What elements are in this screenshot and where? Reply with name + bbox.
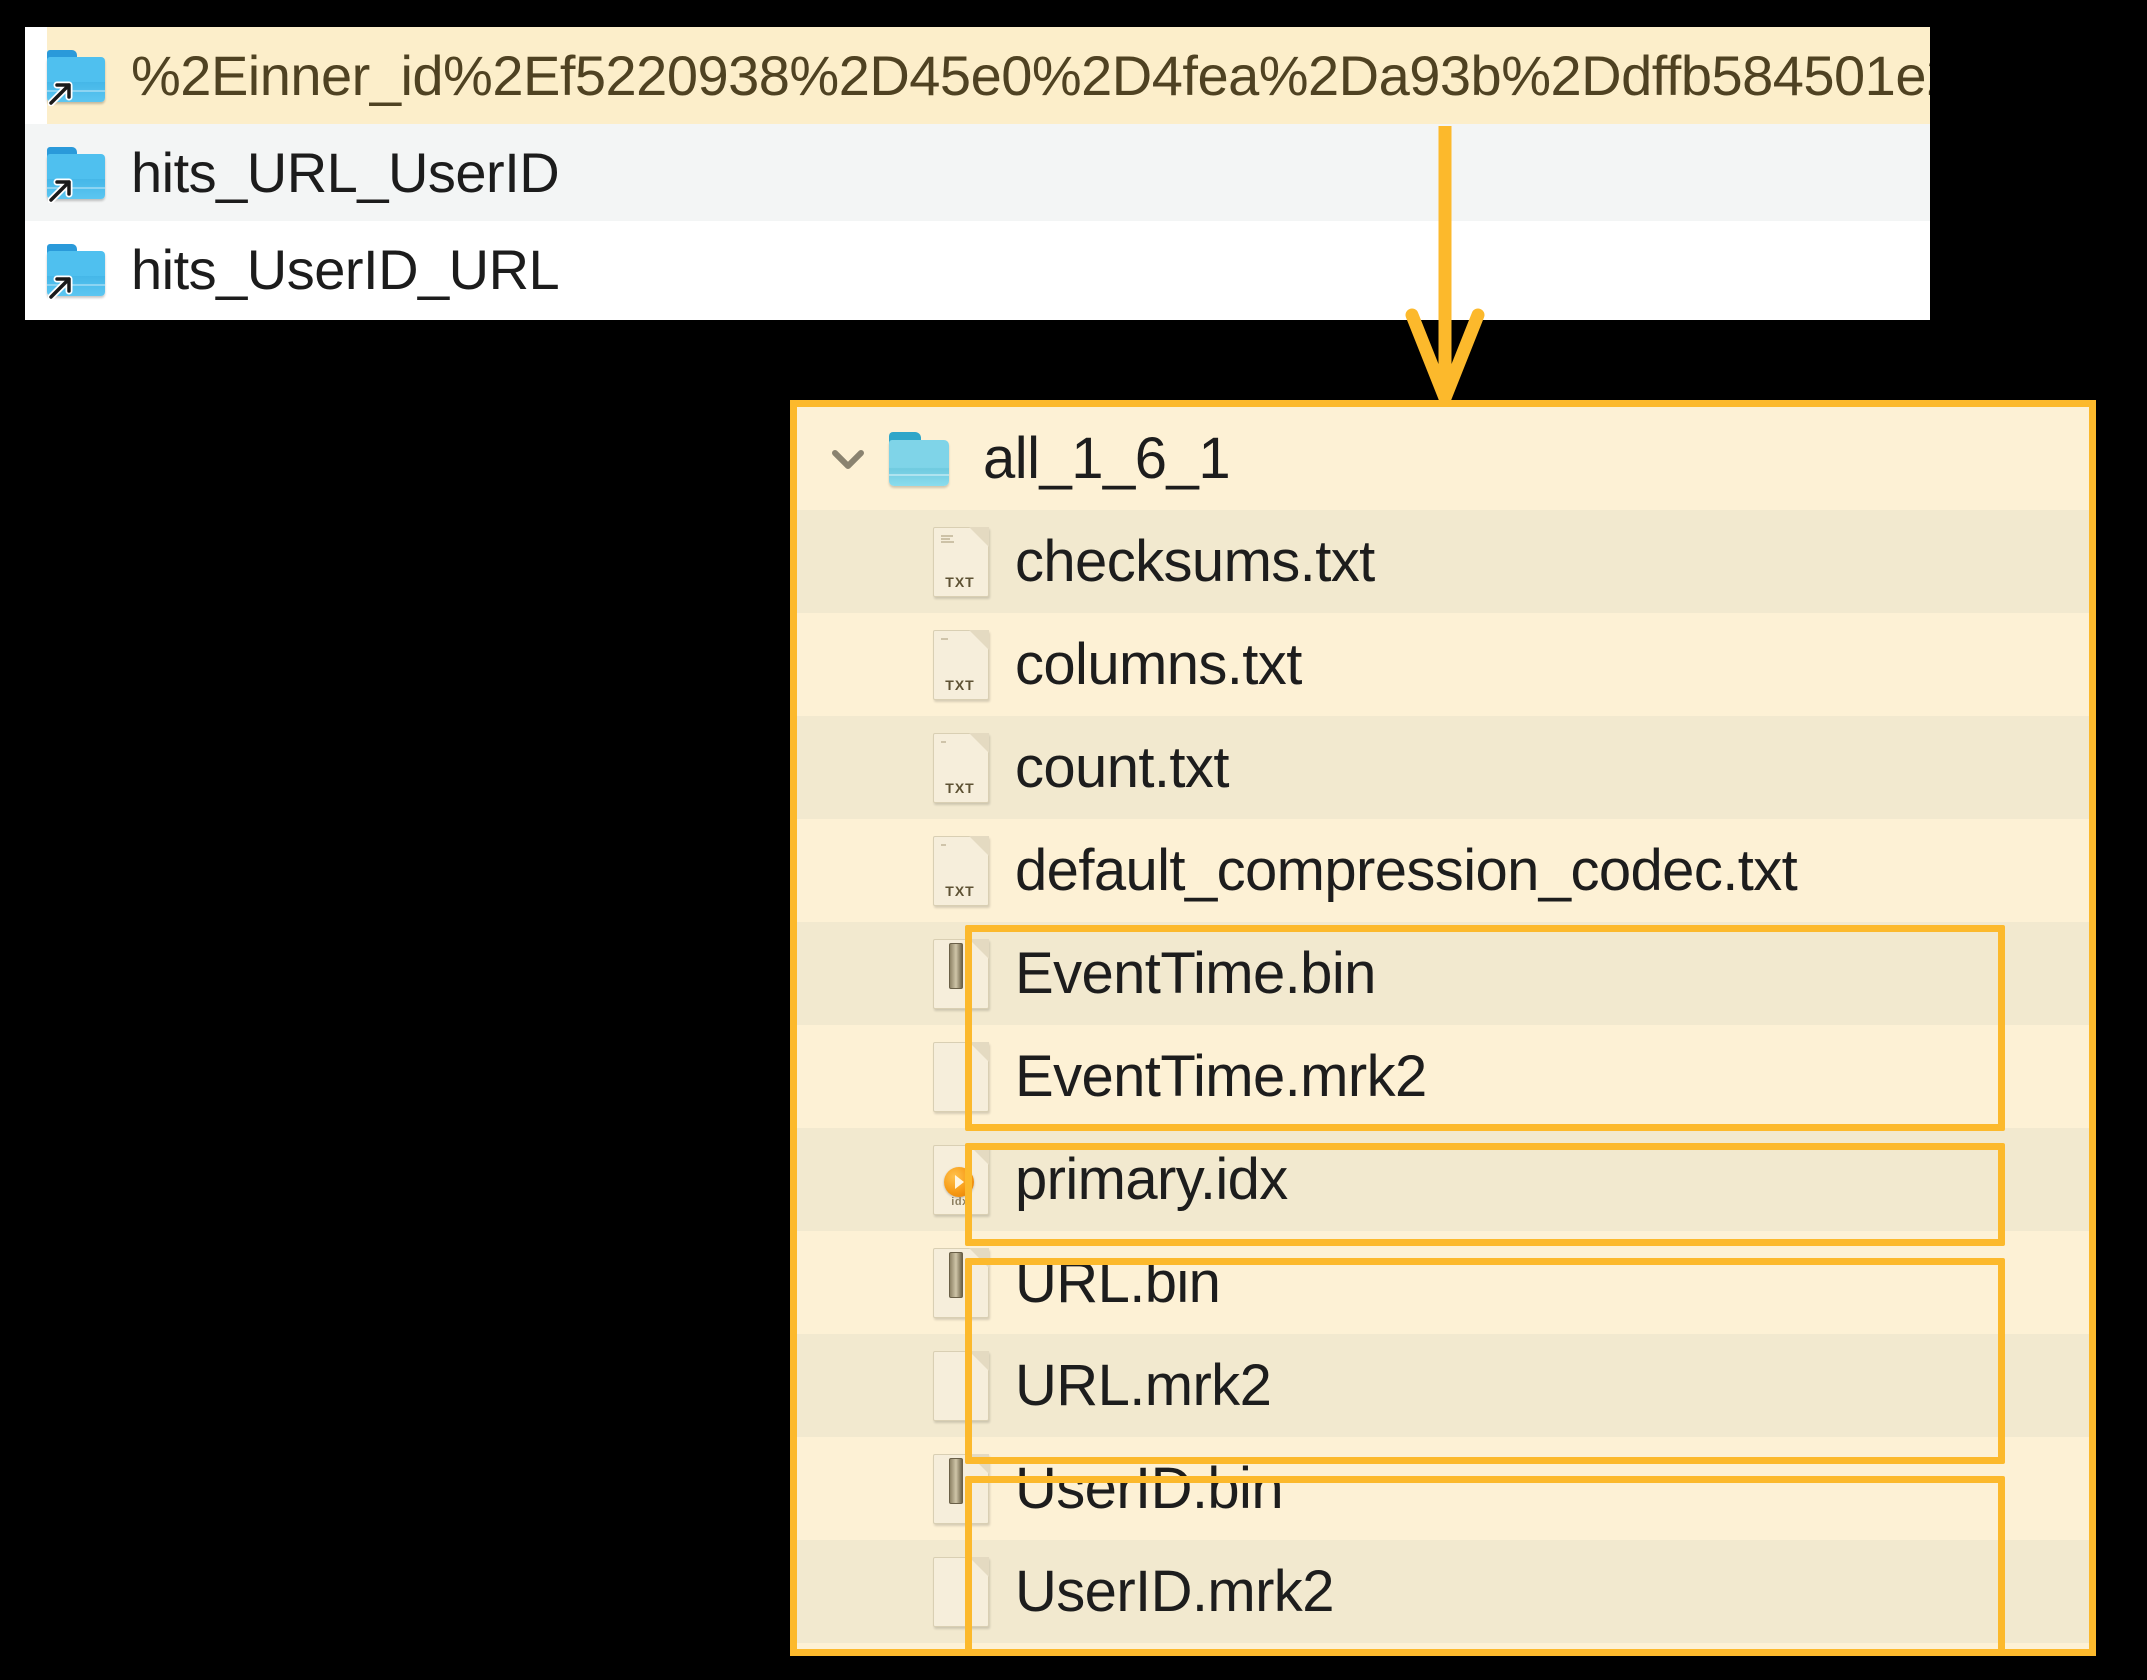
bin-file-icon <box>933 938 989 1009</box>
file-label: EventTime.bin <box>1015 941 1376 1006</box>
tree-row-file[interactable]: TXT count.txt <box>797 716 2089 819</box>
folder-shortcut-icon <box>47 145 109 203</box>
file-ext-label: TXT <box>945 882 975 899</box>
file-label: count.txt <box>1015 735 1229 800</box>
file-ext-label: TXT <box>945 779 975 796</box>
bin-file-icon <box>933 1453 989 1524</box>
tree-row-file[interactable]: TXT default_compression_codec.txt <box>797 819 2089 922</box>
tree-row-file[interactable]: URL.bin <box>797 1231 2089 1334</box>
folder-shortcut-icon <box>47 48 109 106</box>
list-item[interactable]: hits_UserID_URL <box>25 221 1930 318</box>
file-ext-label: idx <box>951 1195 969 1208</box>
symlink-folder-list-panel: %2Einner_id%2Ef5220938%2D45e0%2D4fea%2Da… <box>25 27 1930 320</box>
file-label: default_compression_codec.txt <box>1015 838 1798 903</box>
chevron-down-icon[interactable] <box>825 436 871 482</box>
part-directory-tree-panel: all_1_6_1 TXT checksums.txt TXT columns.… <box>790 400 2096 1656</box>
file-label: UserID.bin <box>1015 1456 1284 1521</box>
folder-shortcut-icon <box>47 242 109 300</box>
shortcut-overlay-icon <box>48 178 73 203</box>
file-label: EventTime.mrk2 <box>1015 1044 1427 1109</box>
file-ext-label: TXT <box>945 573 975 590</box>
shortcut-overlay-icon <box>48 275 73 300</box>
file-label: URL.mrk2 <box>1015 1353 1272 1418</box>
tree-row-file[interactable]: URL.mrk2 <box>797 1334 2089 1437</box>
blank-file-icon <box>933 1041 989 1112</box>
list-item-label: %2Einner_id%2Ef5220938%2D45e0%2D4fea%2Da… <box>131 44 1930 107</box>
bin-file-icon <box>933 1247 989 1318</box>
list-item[interactable]: hits_URL_UserID <box>25 124 1930 221</box>
file-label: URL.bin <box>1015 1250 1221 1315</box>
tree-row-file[interactable]: EventTime.bin <box>797 922 2089 1025</box>
file-label: UserID.mrk2 <box>1015 1559 1334 1624</box>
blank-file-icon <box>933 1556 989 1627</box>
list-item-label: hits_UserID_URL <box>131 238 560 301</box>
list-item[interactable]: %2Einner_id%2Ef5220938%2D45e0%2D4fea%2Da… <box>25 27 1930 124</box>
tree-row-file[interactable]: UserID.bin <box>797 1437 2089 1540</box>
folder-icon <box>889 431 951 487</box>
txt-file-icon: TXT <box>933 835 989 906</box>
directory-label: all_1_6_1 <box>983 426 1231 491</box>
blank-file-icon <box>933 1350 989 1421</box>
tree-row-file[interactable]: UserID.mrk2 <box>797 1540 2089 1643</box>
txt-file-icon: TXT <box>933 629 989 700</box>
file-label: checksums.txt <box>1015 529 1375 594</box>
txt-file-icon: TXT <box>933 732 989 803</box>
list-item-label: hits_URL_UserID <box>131 141 560 204</box>
file-label: columns.txt <box>1015 632 1302 697</box>
tree-row-file[interactable]: EventTime.mrk2 <box>797 1025 2089 1128</box>
tree-row-file[interactable]: TXT checksums.txt <box>797 510 2089 613</box>
tree-row-file[interactable]: TXT columns.txt <box>797 613 2089 716</box>
file-ext-label: TXT <box>945 676 975 693</box>
idx-file-icon: idx <box>933 1144 989 1215</box>
tree-row-directory[interactable]: all_1_6_1 <box>797 407 2089 510</box>
shortcut-overlay-icon <box>48 81 73 106</box>
txt-file-icon: TXT <box>933 526 989 597</box>
file-label: primary.idx <box>1015 1147 1288 1212</box>
tree-row-file[interactable]: idx primary.idx <box>797 1128 2089 1231</box>
